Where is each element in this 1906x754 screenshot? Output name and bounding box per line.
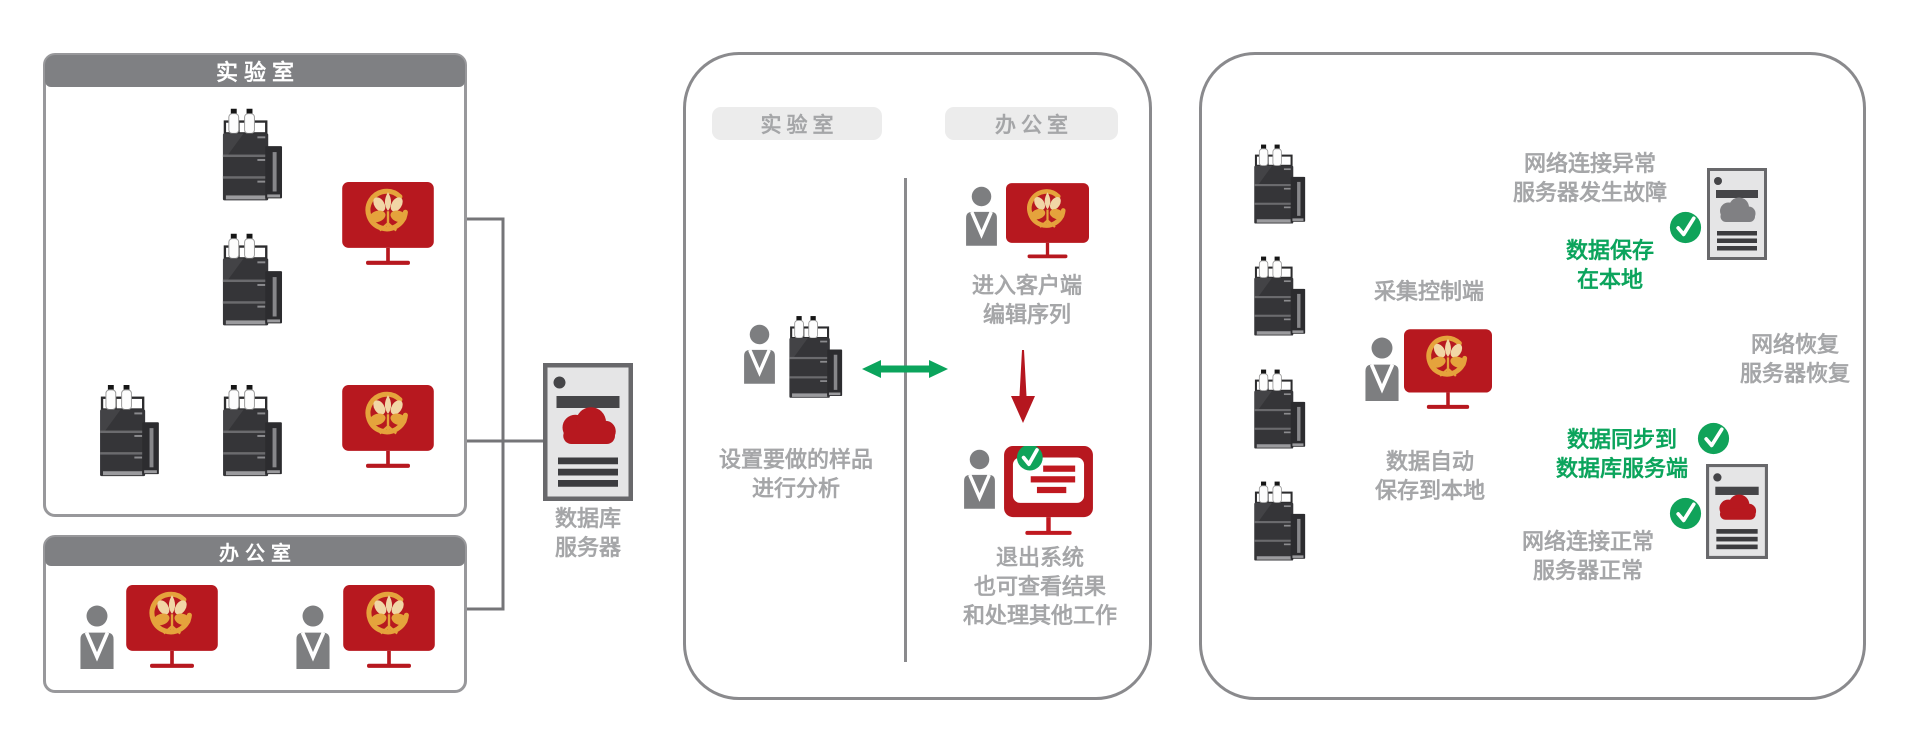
sync-panel	[1199, 52, 1866, 700]
person-icon	[741, 324, 778, 384]
offline-server-icon	[1707, 168, 1767, 260]
database-server-icon	[1706, 464, 1768, 559]
person-icon	[963, 186, 1000, 246]
double-arrow-icon	[862, 359, 948, 379]
hplc-instrument-icon	[218, 232, 283, 334]
workstation-monitor-icon	[343, 585, 435, 672]
workflow-office-pill: 办公室	[945, 107, 1118, 140]
local-save-caption: 数据保存 在本地	[1565, 239, 1655, 293]
hplc-instrument-icon	[218, 385, 283, 483]
results-monitor-icon	[1004, 446, 1093, 542]
setup-caption: 设置要做的样品 进行分析	[718, 448, 874, 502]
failure-caption: 网络连接异常 服务器发生故障	[1512, 152, 1668, 206]
lab-panel-title: 实验室	[215, 61, 300, 86]
workstation-monitor-icon	[1404, 329, 1492, 413]
hplc-instrument-icon	[1250, 143, 1306, 231]
office-panel-header: 办公室	[45, 537, 465, 566]
check-badge-icon	[1669, 211, 1702, 244]
lab-panel-header: 实验室	[45, 55, 465, 87]
person-icon	[961, 449, 998, 509]
down-arrow-icon	[1010, 350, 1036, 424]
sync-caption: 数据同步到 数据库服务端	[1555, 428, 1689, 482]
hplc-instrument-icon	[1250, 368, 1306, 456]
workstation-monitor-icon	[1006, 183, 1089, 262]
database-server-label: 数据库 服务器	[554, 507, 622, 561]
hplc-instrument-icon	[785, 316, 843, 404]
acquisition-label: 采集控制端	[1373, 280, 1485, 305]
person-icon	[77, 605, 117, 669]
workflow-divider	[904, 178, 907, 662]
workstation-monitor-icon	[342, 385, 434, 472]
office-panel-title: 办公室	[219, 541, 297, 565]
autosave-caption: 数据自动 保存到本地	[1374, 450, 1486, 504]
workstation-monitor-icon	[126, 585, 218, 672]
person-icon	[293, 605, 333, 669]
logout-caption: 退出系统 也可查看结果 和处理其他工作	[962, 546, 1118, 629]
person-icon	[1362, 337, 1402, 401]
workflow-lab-pill: 实验室	[712, 107, 882, 140]
hplc-instrument-icon	[218, 108, 283, 208]
check-badge-icon	[1669, 497, 1702, 530]
hplc-instrument-icon	[1250, 480, 1306, 568]
hplc-instrument-icon	[95, 385, 160, 483]
database-server-icon	[543, 363, 633, 501]
workstation-monitor-icon	[342, 182, 434, 269]
check-badge-icon	[1697, 422, 1730, 455]
client-caption: 进入客户端 编辑序列	[971, 274, 1083, 328]
normal-caption: 网络连接正常 服务器正常	[1521, 530, 1655, 584]
recovery-caption: 网络恢复 服务器恢复	[1739, 333, 1851, 387]
hplc-instrument-icon	[1250, 255, 1306, 343]
